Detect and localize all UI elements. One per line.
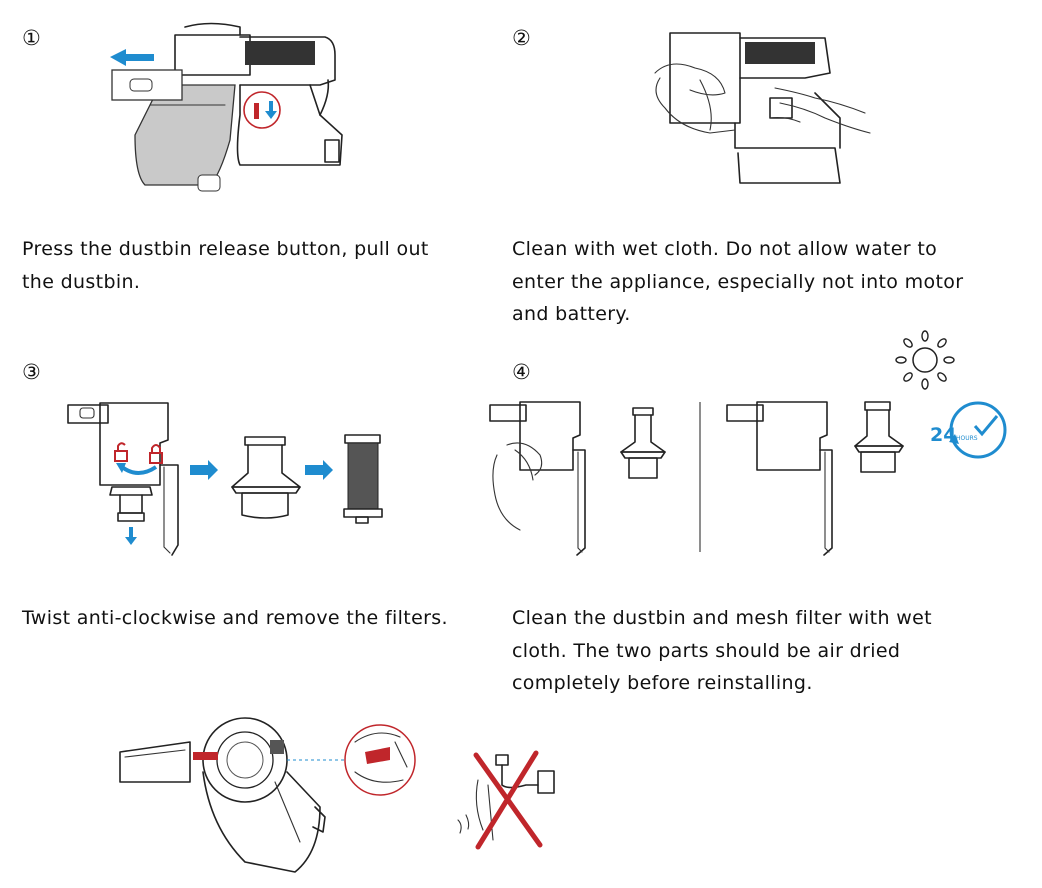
sun-icon [895,330,955,390]
caption-line: Press the dustbin release button, pull o… [22,238,429,260]
rotate-arrow-icon [116,463,158,475]
step-3-illustration [67,402,383,556]
arrow-down-icon [125,527,137,545]
arrow-right-icon [305,460,333,480]
caption-line: and battery. [512,303,631,325]
step-4-number: ④ [512,360,531,384]
caption-line: cloth. The two parts should be air dried [512,639,901,662]
arrow-left-icon [110,49,154,66]
lock-icon [149,444,163,464]
step-4-caption: Clean the dustbin and mesh filter with w… [512,602,1032,700]
step-1-illustration [110,22,343,192]
step-4-illustration: 24 HOURS [489,330,1007,556]
step-1-number: ① [22,26,41,50]
clock-24-icon: 24 HOURS [930,401,1007,459]
step-3-caption: Twist anti-clockwise and remove the filt… [22,602,502,635]
reinstall-illustration [119,717,416,873]
unlock-icon [114,442,128,462]
step-2-illustration [654,32,871,184]
no-water-illustration [457,750,555,850]
caption-line: Clean with wet cloth. Do not allow water… [512,238,938,260]
cross-mark-icon [473,750,543,850]
step-2-caption: Clean with wet cloth. Do not allow water… [512,233,1032,331]
step-3-number: ③ [22,360,41,384]
step-1-caption: Press the dustbin release button, pull o… [22,233,492,298]
caption-line: enter the appliance, especially not into… [512,270,964,293]
caption-line: the dustbin. [22,270,141,293]
caption-line: Twist anti-clockwise and remove the filt… [22,607,448,629]
arrow-right-icon [190,460,218,480]
badge-hours: 24 [930,424,956,446]
arrow-down-icon [265,101,277,119]
caption-line: completely before reinstalling. [512,672,813,694]
step-2-number: ② [512,26,531,50]
badge-unit: HOURS [956,435,978,442]
caption-line: Clean the dustbin and mesh filter with w… [512,607,932,629]
